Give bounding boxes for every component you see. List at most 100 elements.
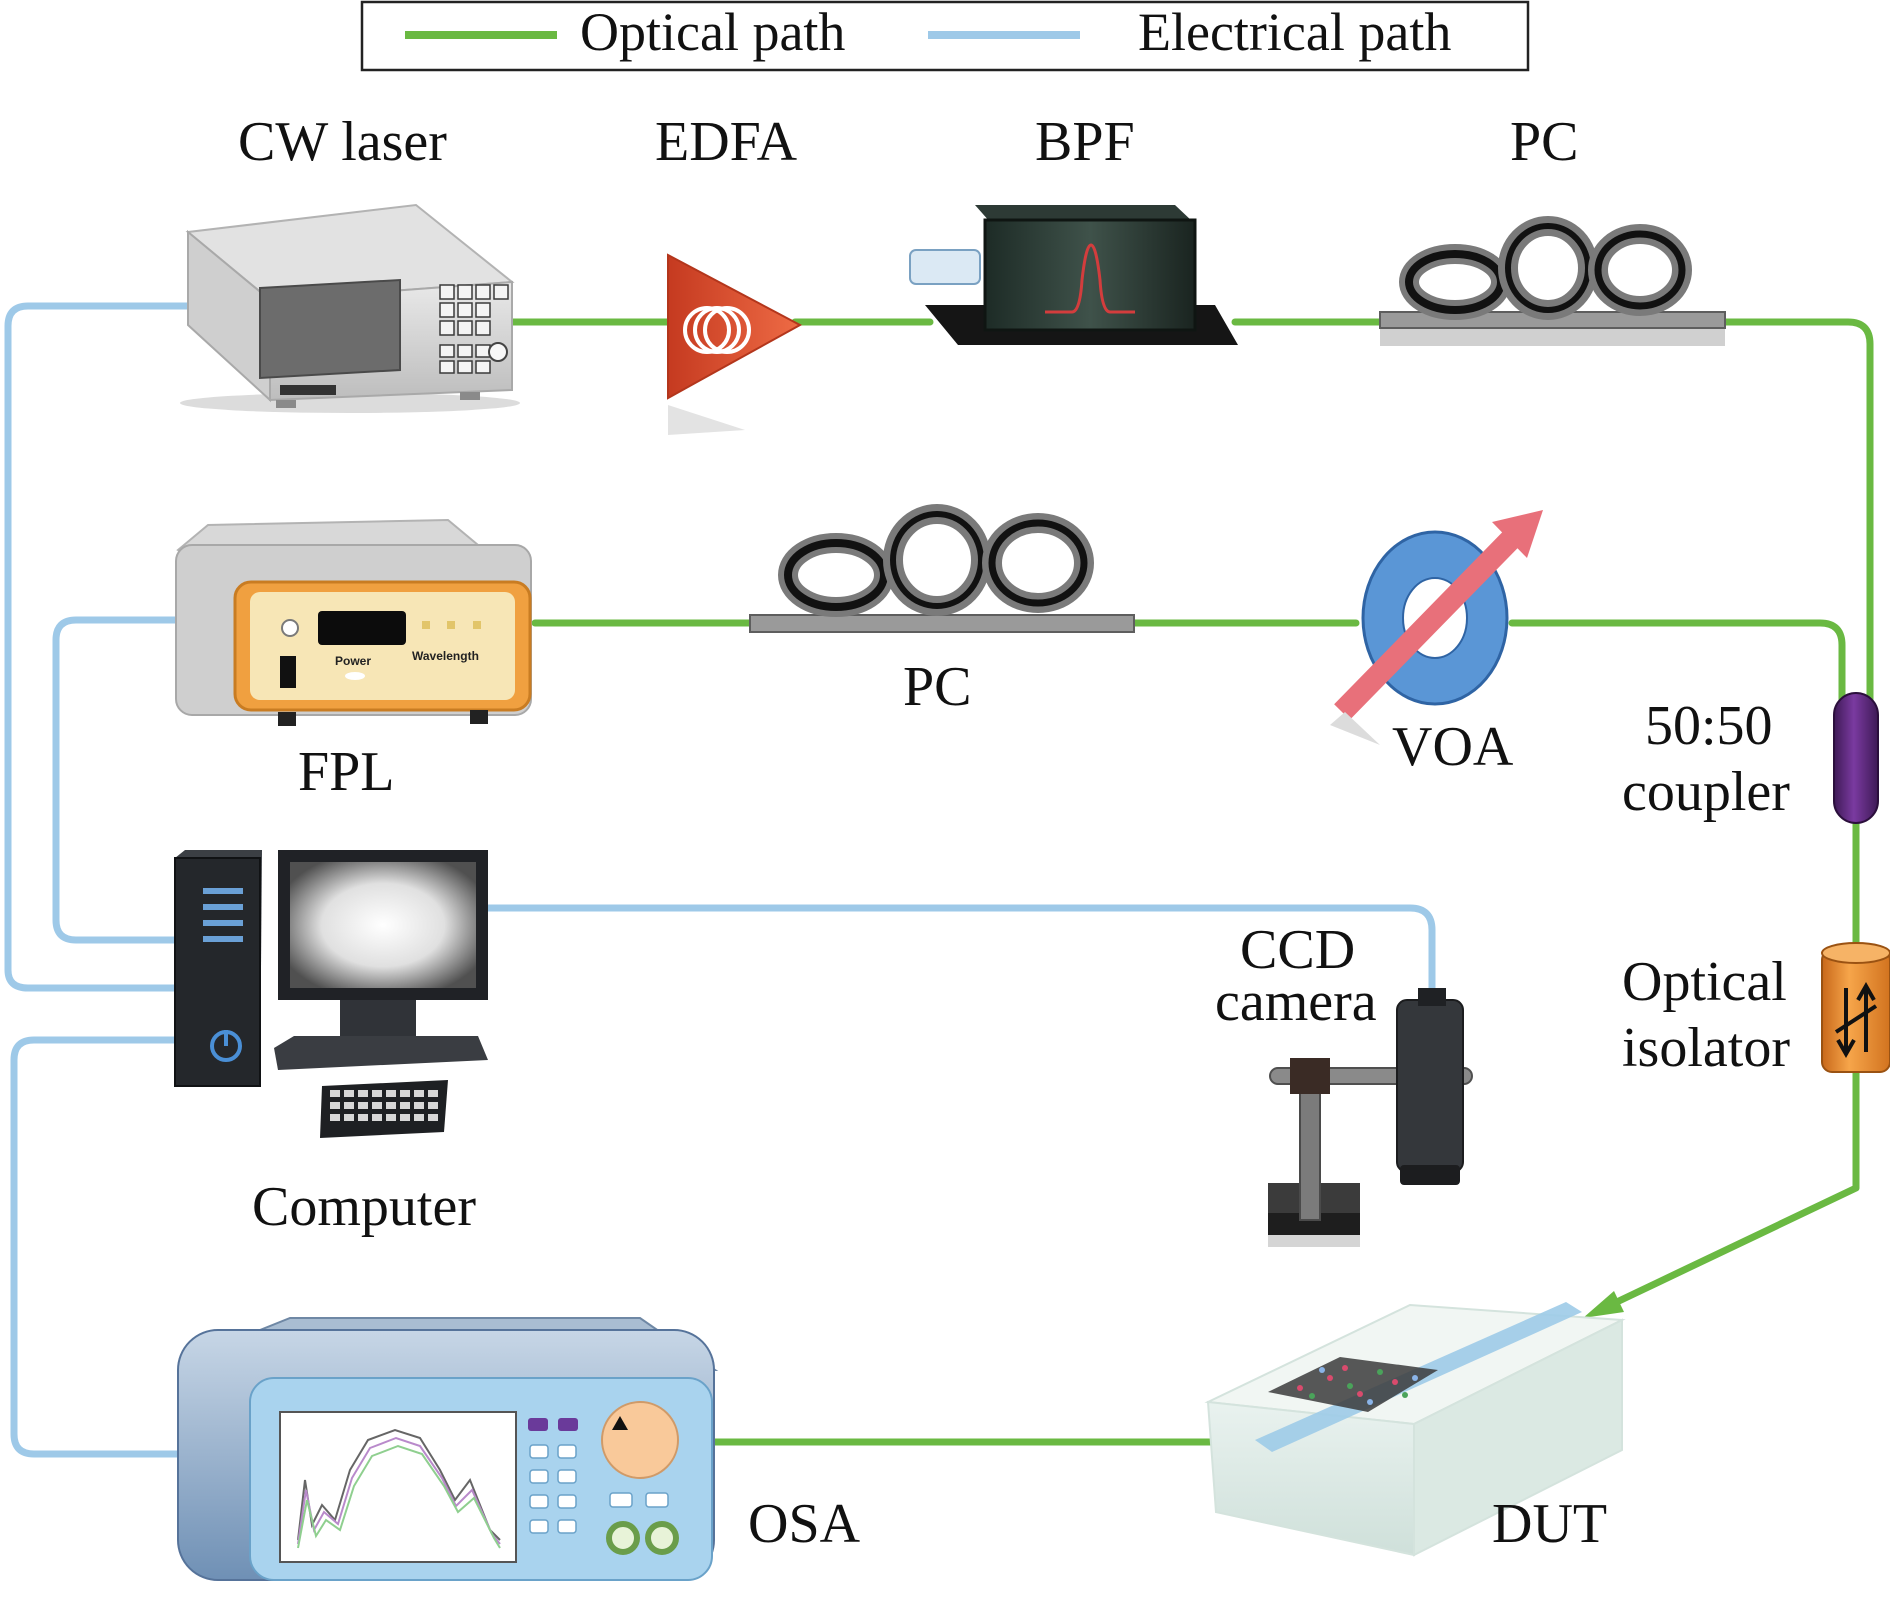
ccd-label-line2: camera	[1215, 971, 1377, 1033]
attenuator-icon	[1334, 510, 1543, 720]
wire-computer-osa	[10, 1036, 199, 1458]
keyboard-keys	[330, 1090, 438, 1121]
polarization-controller-icon	[778, 504, 1094, 617]
coupler: 50:50 coupler	[1622, 692, 1879, 824]
osa-label: OSA	[748, 1493, 861, 1555]
voa: VOA	[1330, 510, 1543, 778]
camera-icon	[1396, 999, 1464, 1173]
laser-foot-left	[276, 400, 296, 408]
ccd-clamp	[1290, 1058, 1330, 1094]
spectrum-analyzer-icon	[297, 1428, 501, 1549]
fpl-foot-right	[470, 710, 488, 724]
fpl-panel	[250, 592, 515, 700]
wire-monitor-ccd	[481, 904, 1436, 996]
fpl-indicators	[422, 621, 481, 629]
electrical-paths	[4, 302, 1436, 1458]
ccd-lens-top	[1418, 988, 1446, 1006]
fpl: Power Wavelength FPL	[175, 518, 532, 803]
voa-label: VOA	[1392, 716, 1514, 778]
fpl-wavelength-text: Wavelength	[412, 649, 479, 663]
cw-laser-label: CW laser	[238, 111, 447, 173]
laser-shadow	[180, 393, 520, 413]
osa-dial-marker	[612, 1416, 628, 1430]
dut: DUT	[1204, 1302, 1626, 1557]
isolator: Optical isolator	[1622, 942, 1890, 1079]
fpl-foot-left	[278, 712, 296, 726]
pc-top-label: PC	[1510, 111, 1579, 173]
optical-paths	[506, 318, 1874, 1446]
monitor-stand	[274, 1036, 488, 1070]
fiber-arrowhead	[1583, 1291, 1624, 1318]
voa-shadow	[1330, 712, 1380, 745]
ccd-label-line1: CCD	[1240, 919, 1355, 981]
isolator-icon	[1834, 981, 1878, 1059]
legend: Optical path Electrical path	[360, 0, 1530, 72]
coupler-label-line1: 50:50	[1645, 695, 1773, 757]
coupler-label-line2: coupler	[1622, 761, 1790, 823]
bpf-input-stub	[909, 249, 981, 285]
pc-middle-label: PC	[903, 656, 972, 718]
wire-laser-computer	[4, 302, 226, 992]
osa-dial	[601, 1401, 679, 1479]
osa-buttons-purple	[528, 1418, 578, 1431]
bpf-passband-curve	[1045, 243, 1135, 314]
cw-laser: CW laser	[180, 111, 520, 413]
bpf: BPF	[909, 111, 1238, 345]
monitor-neck	[340, 1000, 416, 1040]
osa-screen	[279, 1411, 517, 1563]
amplifier-icon	[667, 253, 803, 400]
isolator-label-line2: isolator	[1622, 1017, 1790, 1079]
filter-icon	[983, 218, 1197, 332]
osa-buttons-white	[529, 1444, 669, 1534]
dut-label: DUT	[1492, 1493, 1607, 1555]
edfa: EDFA	[655, 111, 803, 435]
computer-label: Computer	[252, 1176, 476, 1238]
fpl-led	[281, 619, 299, 637]
fpl-label: FPL	[298, 741, 395, 803]
polarization-controller-icon	[1399, 216, 1692, 320]
tower-vents	[203, 888, 243, 942]
pc-top: PC	[1379, 111, 1726, 346]
device-under-test-icon	[1268, 1357, 1438, 1412]
legend-optical-label: Optical path	[580, 2, 845, 62]
bpf-top	[975, 205, 1193, 222]
legend-electrical-label: Electrical path	[1138, 2, 1451, 62]
edfa-label: EDFA	[655, 111, 798, 173]
osa-port-left	[606, 1521, 640, 1555]
dut-side	[1413, 1318, 1623, 1557]
monitor-screen	[290, 862, 476, 988]
computer-icon	[174, 857, 261, 1087]
isolator-body	[1821, 949, 1890, 1073]
laser-foot-right	[460, 392, 480, 400]
ccd-base-shadow	[1268, 1235, 1360, 1247]
coupler-icon	[1833, 692, 1879, 824]
fiber-voa-coupler	[1508, 619, 1846, 704]
fpl-power-switch	[280, 656, 296, 688]
fiber-pc-coupler	[1718, 318, 1874, 704]
laser-knob	[488, 342, 508, 362]
wire-fpl-computer	[52, 616, 216, 944]
edfa-shadow	[668, 405, 745, 435]
pc-middle: PC	[749, 504, 1135, 718]
osa-port-right	[645, 1521, 679, 1555]
laser-display	[259, 278, 401, 380]
laser-port	[280, 385, 336, 395]
bpf-label: BPF	[1035, 111, 1135, 173]
fpl-knob	[345, 672, 365, 680]
fiber-isolator-dut	[1596, 1066, 1860, 1314]
fpl-power-text: Power	[335, 654, 371, 668]
pc-top-plate-shadow	[1380, 326, 1725, 346]
edfa-coil	[683, 306, 751, 354]
pc-middle-plate	[749, 614, 1135, 633]
isolator-label-line1: Optical	[1622, 951, 1787, 1013]
isolator-top	[1821, 942, 1890, 964]
osa: OSA	[177, 1317, 861, 1581]
ccd-camera: CCD camera	[1215, 919, 1473, 1247]
computer: Computer	[174, 850, 488, 1238]
fpl-display	[318, 611, 406, 645]
ccd-base-plate	[1268, 1213, 1360, 1235]
ccd-lens-bottom	[1400, 1165, 1460, 1185]
laser-keypad	[439, 284, 509, 374]
